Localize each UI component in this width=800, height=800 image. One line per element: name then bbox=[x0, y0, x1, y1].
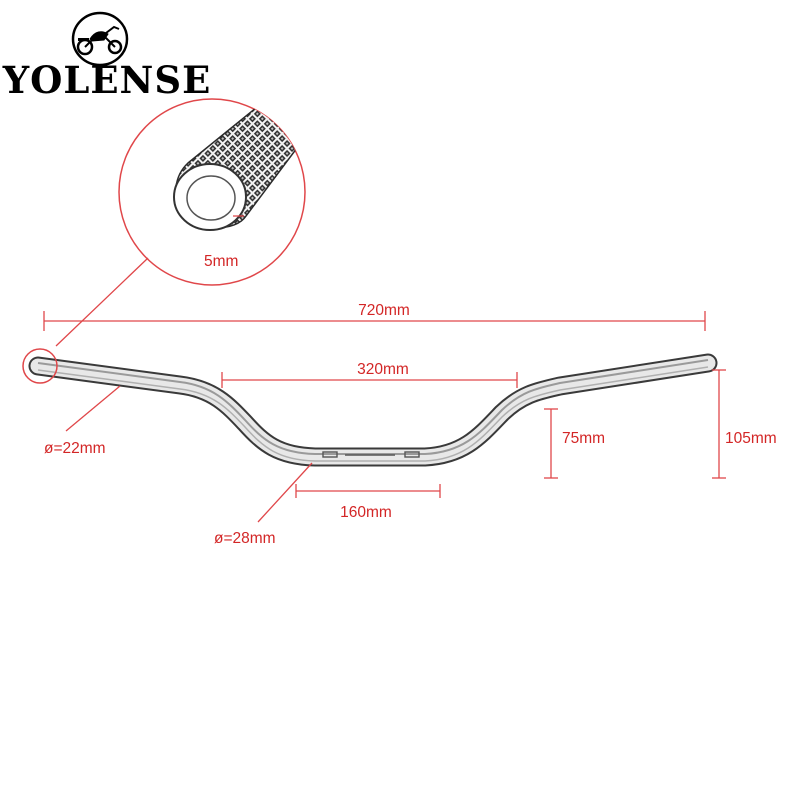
overall-width-label: 720mm bbox=[358, 302, 410, 319]
grip-diameter-label: ø=22mm bbox=[44, 440, 106, 457]
brand-name: YOLENSE bbox=[2, 58, 212, 102]
inner-rise-label: 75mm bbox=[562, 430, 605, 447]
inner-rise-dimension: 75mm bbox=[544, 408, 605, 479]
clamp-markings bbox=[322, 451, 420, 458]
clamp-diameter-callout: ø=28mm bbox=[214, 462, 313, 547]
bar-end-thickness-label: 5mm bbox=[204, 253, 238, 270]
grip-span-dimension: 320mm bbox=[221, 361, 518, 388]
clamp-diameter-label: ø=28mm bbox=[214, 530, 276, 547]
handlebar-highlight bbox=[37, 359, 709, 455]
detail-callout: 5mm bbox=[55, 98, 306, 347]
grip-highlight-circle bbox=[22, 348, 58, 384]
overall-width-dimension: 720mm bbox=[43, 302, 706, 331]
handlebar bbox=[22, 348, 718, 467]
total-rise-label: 105mm bbox=[725, 430, 777, 447]
handlebar-body bbox=[30, 355, 716, 465]
motorcycle-icon bbox=[76, 25, 123, 56]
handlebar-shadow bbox=[37, 366, 709, 462]
total-rise-dimension: 105mm bbox=[712, 369, 777, 479]
brand-logo: YOLENSE bbox=[2, 11, 212, 102]
grip-span-label: 320mm bbox=[357, 361, 409, 378]
grip-diameter-callout: ø=22mm bbox=[44, 385, 121, 457]
callout-leader-line bbox=[55, 257, 149, 347]
clamp-width-label: 160mm bbox=[340, 504, 392, 521]
knurled-bar-end-icon bbox=[173, 100, 304, 231]
clamp-width-dimension: 160mm bbox=[295, 484, 441, 521]
